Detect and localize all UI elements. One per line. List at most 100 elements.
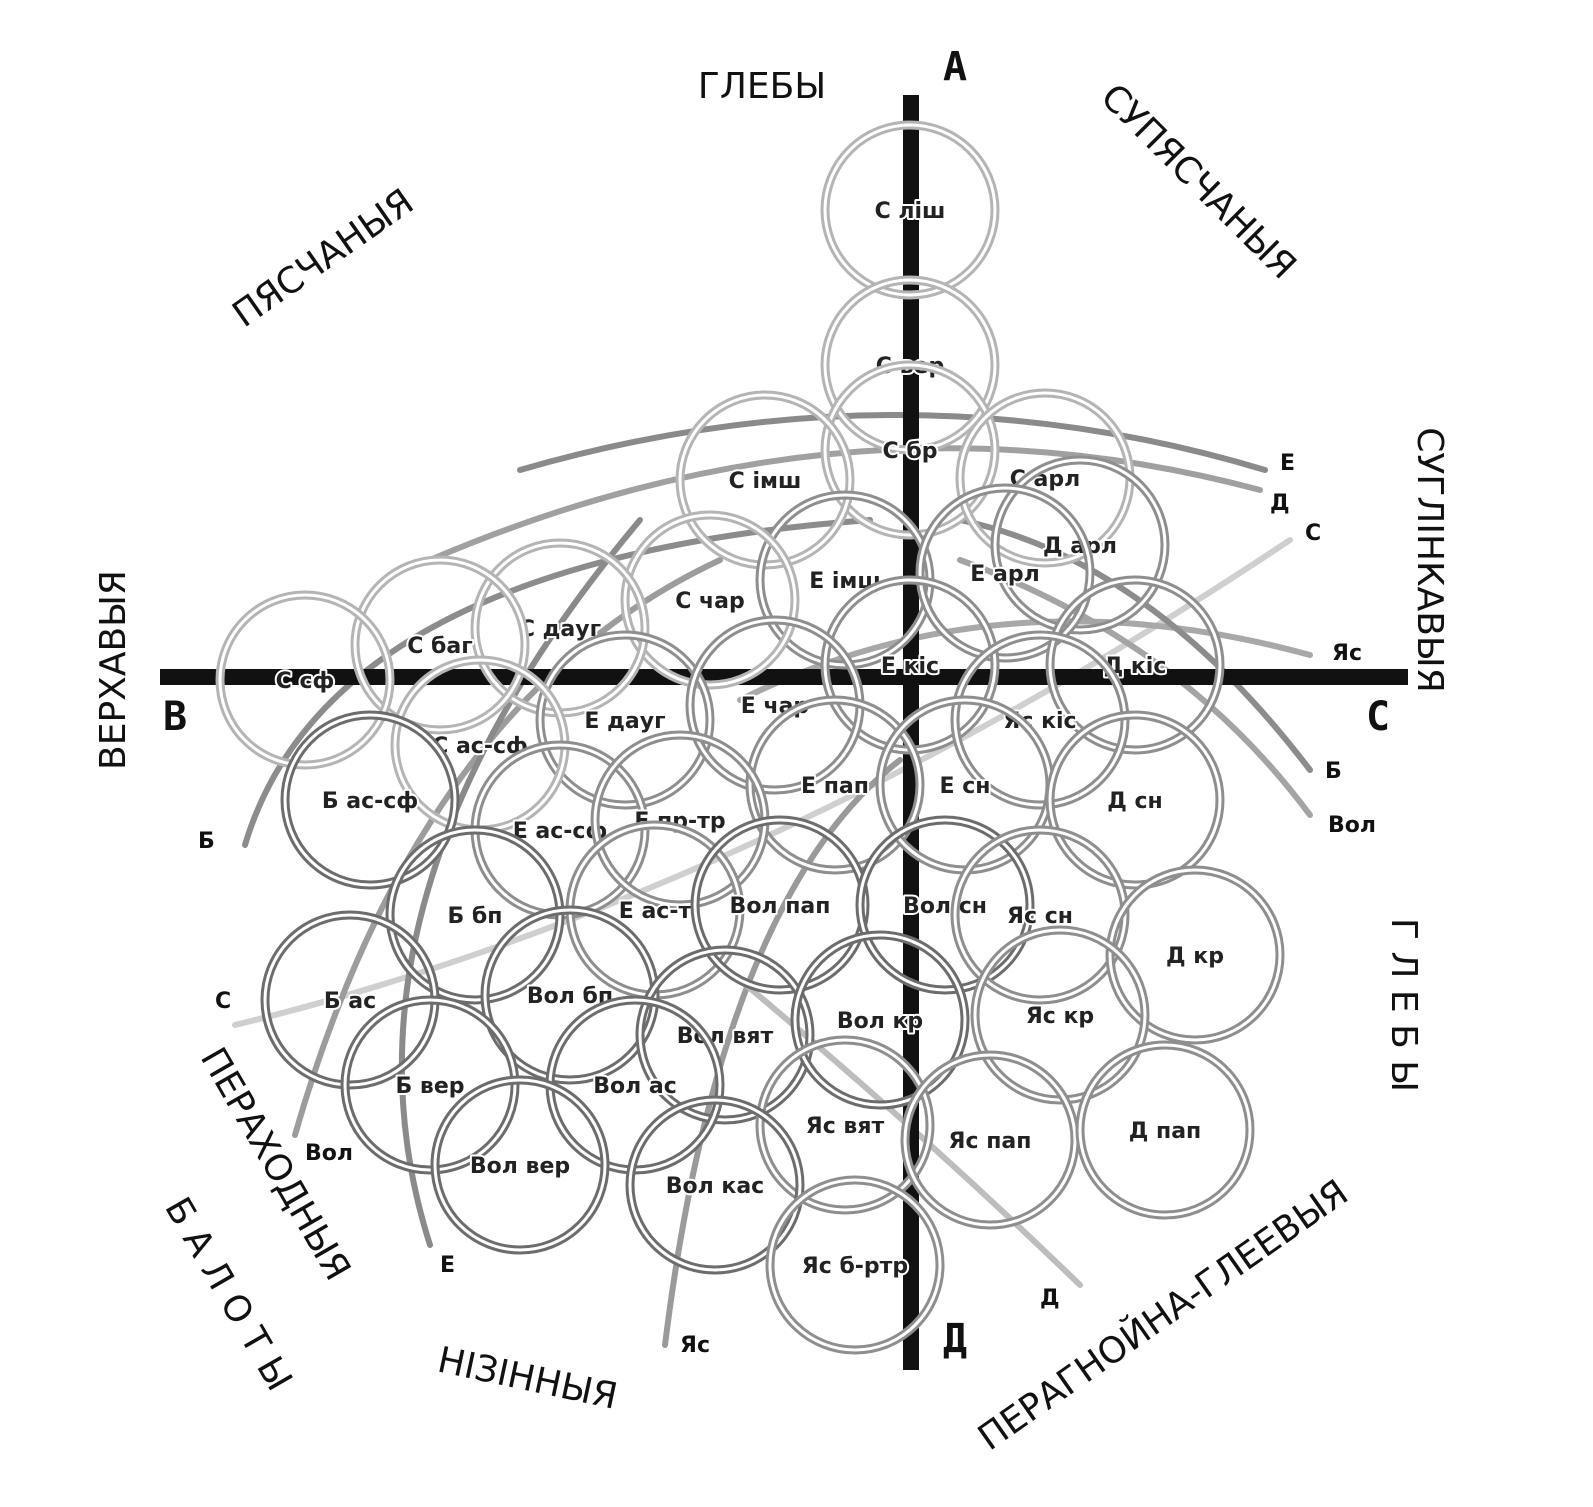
- soil-ring-label: Вол вят: [677, 1024, 774, 1049]
- soil-ring-label: Вол вер: [470, 1154, 570, 1179]
- soil-ring: С ліш: [820, 120, 1000, 300]
- soil-ring: С чар: [620, 510, 800, 690]
- axis-label-right: С: [1366, 694, 1390, 740]
- soil-ring: Вол вер: [430, 1075, 610, 1255]
- soil-ring-label: Е імш: [809, 569, 881, 594]
- soil-ring-highlight: [993, 458, 1167, 632]
- region-piascanyja: ПЯСЧАНЫЯ: [225, 181, 421, 335]
- curve-vol-right: [957, 557, 1313, 818]
- soil-ring-highlight: [748, 698, 922, 872]
- curve-ja: [737, 618, 1313, 703]
- curve-e-bottom: [398, 517, 643, 1248]
- soil-ring-highlight: [538, 633, 712, 807]
- region-suhlinkavyja: СУГЛІНКАВЫЯ: [1409, 427, 1450, 692]
- curve-label-b-right: Б: [1325, 759, 1342, 784]
- soil-ring-label: Е чар: [741, 694, 809, 719]
- soil-ring-highlight: [1048, 713, 1222, 887]
- soil-ring-highlight: [768, 1178, 942, 1352]
- soil-ring-highlight: [433, 1078, 607, 1252]
- soil-ring-highlight: [1108, 868, 1282, 1042]
- soil-ring-label: С бр: [883, 439, 938, 464]
- soil-ring-label: Е дауг: [584, 709, 665, 734]
- soil-ring: Вол кас: [625, 1095, 805, 1275]
- soil-ring-highlight: [918, 486, 1092, 660]
- soil-ring-label: Е ас-т: [619, 899, 692, 924]
- soil-ring-highlight: [343, 998, 517, 1172]
- soil-ring-label: С імш: [729, 469, 802, 494]
- curve-label-b-left: Б: [198, 829, 215, 854]
- soil-ring-highlight: [823, 363, 997, 537]
- soil-ring-highlight: [1048, 578, 1222, 752]
- soil-ring-highlight: [353, 558, 527, 732]
- soil-ring: Вол сн: [855, 815, 1035, 995]
- curve-s-diagonal: [232, 537, 1293, 1028]
- soil-ring-label: Е арл: [970, 562, 1039, 587]
- soil-ring-highlight: [758, 1038, 932, 1212]
- curve-label-ja-right: Яс: [1332, 641, 1362, 666]
- soil-ring-highlight: [793, 933, 967, 1107]
- soil-ring: Д кр: [1105, 865, 1285, 1045]
- soil-ring-label: Е сн: [940, 774, 991, 799]
- curve-label-s-left: С: [215, 989, 231, 1014]
- soil-ring: Яс вят: [755, 1035, 935, 1215]
- curve-label-e-bottom: Е: [440, 1253, 455, 1278]
- curve-labels: Е Д С Яс Б Вол Б С Вол Е Яс Д: [198, 451, 1376, 1358]
- soil-ring-highlight: [283, 713, 457, 887]
- soil-ring: Е пап: [745, 695, 925, 875]
- soil-ring-label: Вол ас: [593, 1074, 677, 1099]
- soil-ring: Яс б-ртр: [765, 1175, 945, 1355]
- soil-ring-label: Яс сн: [1007, 904, 1073, 929]
- soil-ring: Вол кр: [790, 930, 970, 1110]
- soil-ring-highlight: [218, 593, 392, 767]
- soil-ring: Д пап: [1075, 1040, 1255, 1220]
- soil-ring-label: Яс кр: [1026, 1004, 1094, 1029]
- soil-ring-highlight: [858, 818, 1032, 992]
- soil-ring-label: Д пап: [1129, 1119, 1202, 1144]
- soil-ring-label: Вол кас: [666, 1174, 764, 1199]
- axis-letters: А Д В С: [163, 44, 1390, 1362]
- soil-ring: Д сн: [1045, 710, 1225, 890]
- curve-label-d-bottom: Д: [1040, 1286, 1060, 1311]
- soil-ring: Вол пап: [690, 815, 870, 995]
- soil-ring-label: С баг: [407, 634, 473, 659]
- soil-ring: Вол ас: [545, 995, 725, 1175]
- soil-ring-label: Яс вят: [806, 1114, 885, 1139]
- curve-b-left: [242, 517, 873, 848]
- soil-ring: С баг: [350, 555, 530, 735]
- soil-ring-highlight: [638, 948, 812, 1122]
- region-supiascanyja: СУПЯСЧАНЫЯ: [1093, 76, 1304, 287]
- soil-ring: Вол вят: [635, 945, 815, 1125]
- soil-ring-label: С дауг: [519, 617, 601, 642]
- soil-ring-highlight: [823, 278, 997, 452]
- soil-ring-highlight: [903, 1053, 1077, 1227]
- soil-ring-label: Б вер: [395, 1074, 464, 1099]
- curve-label-vol-left: Вол: [305, 1141, 353, 1166]
- curve-label-e-right: Е: [1280, 451, 1295, 476]
- soil-ring: С сф: [215, 590, 395, 770]
- soil-ring-label: Е кіс: [881, 654, 939, 679]
- curve-label-s-right: С: [1305, 521, 1321, 546]
- soil-ring: С бр: [820, 360, 1000, 540]
- region-glieby-top: ГЛЕБЫ: [698, 66, 826, 107]
- soil-ring-label: Вол сн: [903, 894, 987, 919]
- soil-ring-label: С сф: [276, 669, 335, 694]
- soil-ring: Б ас-сф: [280, 710, 460, 890]
- soil-ring: Б вер: [340, 995, 520, 1175]
- soil-ring-label: Вол пап: [730, 894, 831, 919]
- soil-ring-label: Е ас-сф: [513, 819, 608, 844]
- soil-ring-label: С чар: [675, 589, 745, 614]
- soil-ring: Е пр-тр: [590, 730, 770, 910]
- region-vierchavyja: ВЕРХАВЫЯ: [93, 570, 134, 770]
- axis-label-left: В: [163, 694, 187, 740]
- soil-ring: Яс кр: [970, 925, 1150, 1105]
- soil-ring-highlight: [823, 123, 997, 297]
- curve-label-vol-right: Вол: [1328, 813, 1376, 838]
- curve-ja-bottom: [662, 757, 903, 1348]
- soil-ring-label: Вол кр: [837, 1009, 923, 1034]
- curve-e: [517, 412, 1268, 473]
- soil-ring-label: Б ас-сф: [322, 789, 418, 814]
- soil-ring: С дауг: [470, 538, 650, 718]
- soil-ring: Е арл: [915, 483, 1095, 663]
